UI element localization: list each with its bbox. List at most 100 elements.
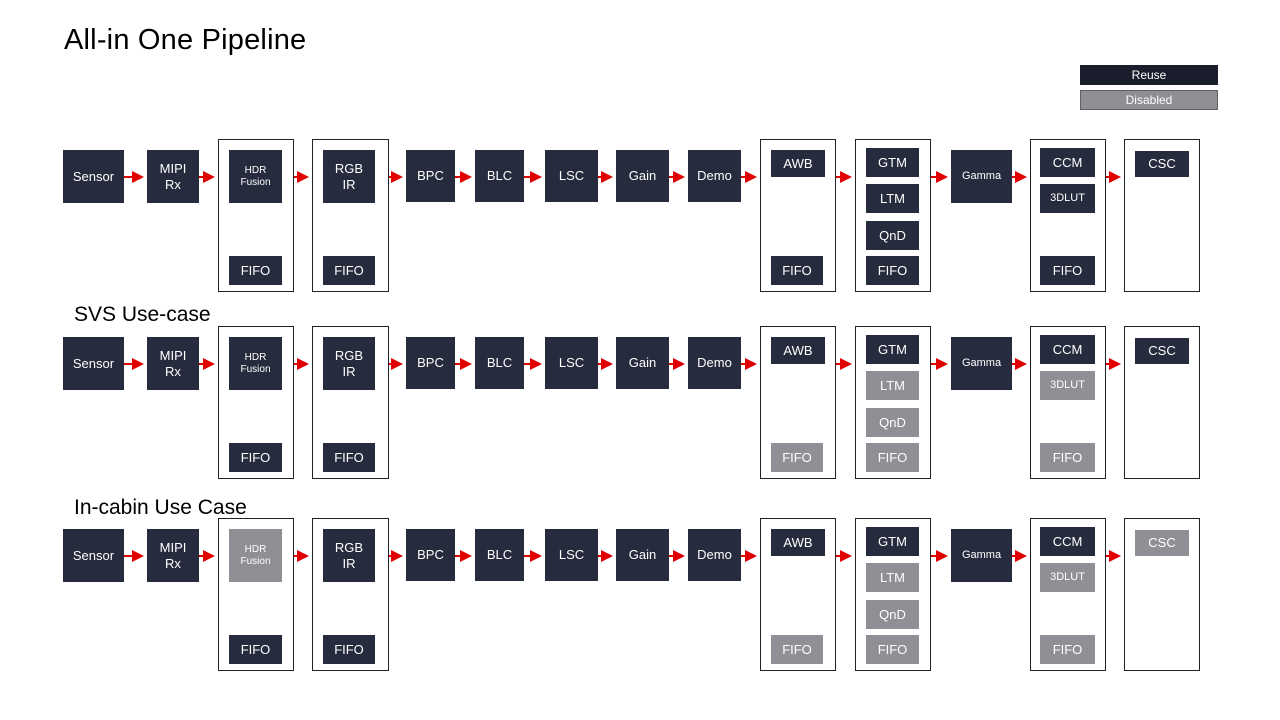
block-rgbir-fifo: FIFO (323, 256, 375, 285)
block-blc: BLC (475, 150, 524, 202)
block-ccm-fifo: FIFO (1040, 256, 1095, 285)
block-label: FIFO (1052, 641, 1083, 657)
block-csc: CSC (1135, 338, 1189, 364)
block-csc: CSC (1135, 530, 1189, 556)
block-label: Sensor (72, 168, 115, 184)
block-label: Demo (697, 355, 732, 371)
block-rgbir-fifo: FIFO (323, 443, 375, 472)
block-label: LTM (879, 569, 906, 585)
block-gtm: GTM (866, 335, 919, 364)
block-gain: Gain (616, 150, 669, 202)
block-qnd: QnD (866, 221, 919, 250)
block-tm-fifo: FIFO (866, 635, 919, 664)
block-bpc: BPC (406, 150, 455, 202)
block-label: Demo (697, 168, 732, 184)
block-label: FIFO (240, 262, 271, 278)
block-label: FIFO (782, 262, 812, 278)
block-label: FIFO (877, 262, 908, 278)
block-sensor: Sensor (63, 529, 124, 582)
block-label: LTM (879, 377, 906, 393)
block-awb: AWB (771, 529, 825, 556)
block-label: BLC (486, 547, 513, 563)
block-label: FIFO (334, 262, 364, 278)
block-mipi: MIPI Rx (147, 150, 199, 203)
block-awb: AWB (771, 337, 825, 364)
block-sensor: Sensor (63, 150, 124, 203)
block-rgbir: RGB IR (323, 529, 375, 582)
block-label: LSC (558, 547, 585, 563)
block-ccm: CCM (1040, 527, 1095, 556)
block-lsc: LSC (545, 150, 598, 202)
block-lsc: LSC (545, 337, 598, 389)
block-gtm: GTM (866, 148, 919, 177)
block-ccm-fifo: FIFO (1040, 443, 1095, 472)
block-ltm: LTM (866, 184, 919, 213)
block-label: FIFO (782, 449, 812, 465)
block-label: LSC (558, 168, 585, 184)
legend-disabled: Disabled (1080, 90, 1218, 110)
block-ltm: LTM (866, 371, 919, 400)
block-label: BPC (417, 168, 444, 184)
block-label: AWB (783, 155, 813, 171)
block-mipi: MIPI Rx (147, 337, 199, 390)
block-hdr: HDR Fusion (229, 337, 282, 390)
block-label: HDR Fusion (240, 543, 271, 567)
block-label: CSC (1148, 343, 1176, 359)
block-label: Gamma (961, 548, 1002, 561)
block-awb-fifo: FIFO (771, 256, 823, 285)
block-label: FIFO (877, 641, 908, 657)
block-label: FIFO (240, 641, 271, 657)
block-label: GTM (878, 341, 907, 357)
block-label: Gamma (961, 356, 1002, 369)
block-blc: BLC (475, 529, 524, 581)
block-label: Demo (697, 547, 732, 563)
block-label: Gamma (961, 169, 1002, 182)
block-label: HDR Fusion (240, 164, 271, 188)
block-label: FIFO (334, 641, 364, 657)
block-awb-fifo: FIFO (771, 443, 823, 472)
block-label: 3DLUT (1050, 378, 1085, 391)
block-label: QnD (879, 606, 906, 622)
block-demo: Demo (688, 529, 741, 581)
block-label: Gain (628, 355, 657, 371)
block-label: CCM (1052, 341, 1083, 357)
block-label: LSC (558, 355, 585, 371)
block-label: FIFO (782, 641, 812, 657)
block-rgbir: RGB IR (323, 150, 375, 203)
block-label: MIPI Rx (159, 539, 187, 571)
block-gain: Gain (616, 337, 669, 389)
block-label: Gain (628, 168, 657, 184)
block-hdr: HDR Fusion (229, 529, 282, 582)
block-label: AWB (783, 342, 813, 358)
block-bpc: BPC (406, 529, 455, 581)
block-label: BPC (417, 355, 444, 371)
block-mipi: MIPI Rx (147, 529, 199, 582)
block-sensor: Sensor (63, 337, 124, 390)
block-awb: AWB (771, 150, 825, 177)
block-ccm-fifo: FIFO (1040, 635, 1095, 664)
block-label: MIPI Rx (159, 160, 187, 192)
block-label: HDR Fusion (240, 351, 271, 375)
block-label: Sensor (72, 355, 115, 371)
block-hdr-fifo: FIFO (229, 635, 282, 664)
block-tm-fifo: FIFO (866, 256, 919, 285)
block-label: CCM (1052, 154, 1083, 170)
section-title: In-cabin Use Case (74, 496, 247, 519)
block-label: BPC (417, 547, 444, 563)
block-demo: Demo (688, 337, 741, 389)
block-label: FIFO (240, 449, 271, 465)
block-label: GTM (878, 154, 907, 170)
block-qnd: QnD (866, 600, 919, 629)
block-rgbir-fifo: FIFO (323, 635, 375, 664)
block-label: FIFO (334, 449, 364, 465)
block-awb-fifo: FIFO (771, 635, 823, 664)
block-gamma: Gamma (951, 150, 1012, 203)
block-blc: BLC (475, 337, 524, 389)
block-label: RGB IR (334, 539, 364, 571)
block-lsc: LSC (545, 529, 598, 581)
block-gtm: GTM (866, 527, 919, 556)
block-ltm: LTM (866, 563, 919, 592)
block-label: CCM (1052, 533, 1083, 549)
block-csc: CSC (1135, 151, 1189, 177)
block-label: RGB IR (334, 347, 364, 379)
